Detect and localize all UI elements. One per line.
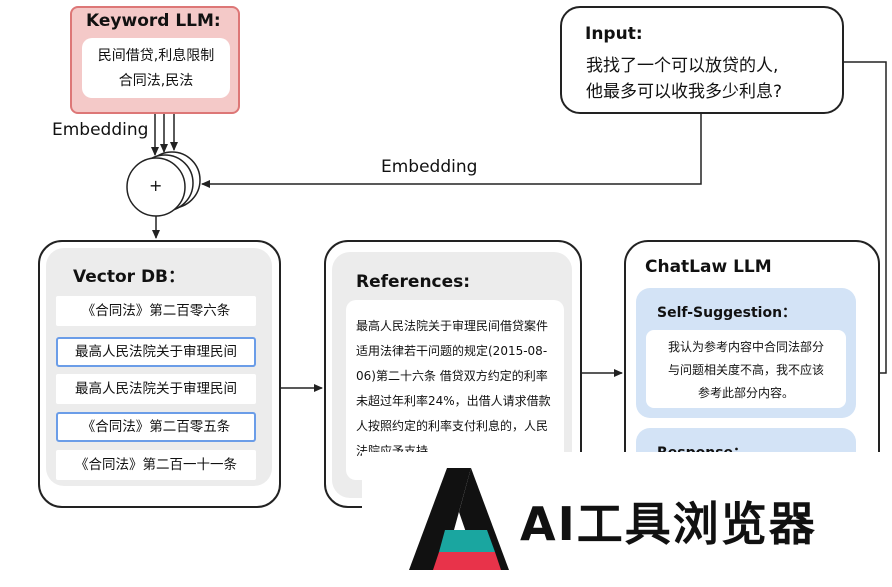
vector-db-panel xyxy=(46,248,272,486)
plus-sign: + xyxy=(149,176,163,195)
embedding-label-mid: Embedding xyxy=(381,157,478,177)
input-embedding-arrow xyxy=(201,114,702,188)
vector-db-title: Vector DB： xyxy=(73,267,186,287)
keyword-line-1: 民间借贷,利息限制 xyxy=(97,48,215,64)
watermark-logo-icon xyxy=(409,468,509,570)
keyword-llm-title: Keyword LLM: xyxy=(86,11,221,31)
vector-db-item: 最高人民法院关于审理民间 xyxy=(56,374,256,404)
watermark-text: AI工具浏览器 xyxy=(520,497,817,551)
input-line-1: 我找了一个可以放贷的人, xyxy=(586,56,779,76)
self-suggestion-line-3: 参考此部分内容。 xyxy=(697,386,794,400)
keyword-list: 民间借贷,利息限制 合同法,民法 xyxy=(82,38,230,98)
references-text: 最高人民法院关于审理民间借贷案件适用法律若干问题的规定(2015-08-06)第… xyxy=(346,300,564,480)
self-suggestion-line-2: 与问题相关度不高，我不应该 xyxy=(667,363,824,377)
self-suggestion-title: Self-Suggestion： xyxy=(657,305,797,321)
keyword-line-2: 合同法,民法 xyxy=(118,73,194,89)
input-text: 我找了一个可以放贷的人, 他最多可以收我多少利息? xyxy=(586,53,782,105)
vector-db-item: 《合同法》第二百一十一条 xyxy=(56,450,256,480)
input-line-2: 他最多可以收我多少利息? xyxy=(586,82,783,102)
vector-db-item: 《合同法》第二百零六条 xyxy=(56,296,256,326)
vector-db-item-selected: 最高人民法院关于审理民间 xyxy=(56,337,256,367)
self-suggestion-text: 我认为参考内容中合同法部分 与问题相关度不高，我不应该 参考此部分内容。 xyxy=(646,330,846,408)
chatlaw-llm-title: ChatLaw LLM xyxy=(645,257,772,277)
self-suggestion-line-1: 我认为参考内容中合同法部分 xyxy=(667,340,824,354)
embedding-label-left: Embedding xyxy=(52,120,149,140)
input-box xyxy=(560,6,844,114)
vector-db-item-selected: 《合同法》第二百零五条 xyxy=(56,412,256,442)
references-title: References: xyxy=(356,272,471,292)
input-title: Input: xyxy=(585,24,643,44)
